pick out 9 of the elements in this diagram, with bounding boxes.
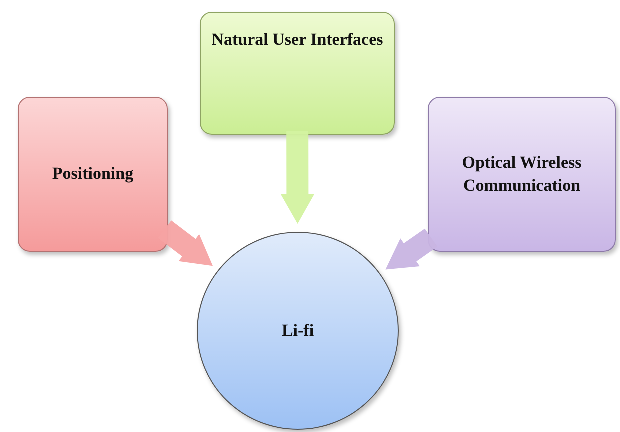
block-arrow <box>280 131 315 224</box>
rounded-box <box>18 97 168 252</box>
rounded-box <box>428 97 616 252</box>
block-arrow <box>386 228 438 270</box>
node-label: Positioning <box>52 163 134 186</box>
node-label: Natural User Interfaces <box>212 29 384 51</box>
rounded-box <box>200 12 395 135</box>
node-label: Li-fi <box>282 320 314 342</box>
node-label: Optical Wireless Communication <box>461 152 583 196</box>
